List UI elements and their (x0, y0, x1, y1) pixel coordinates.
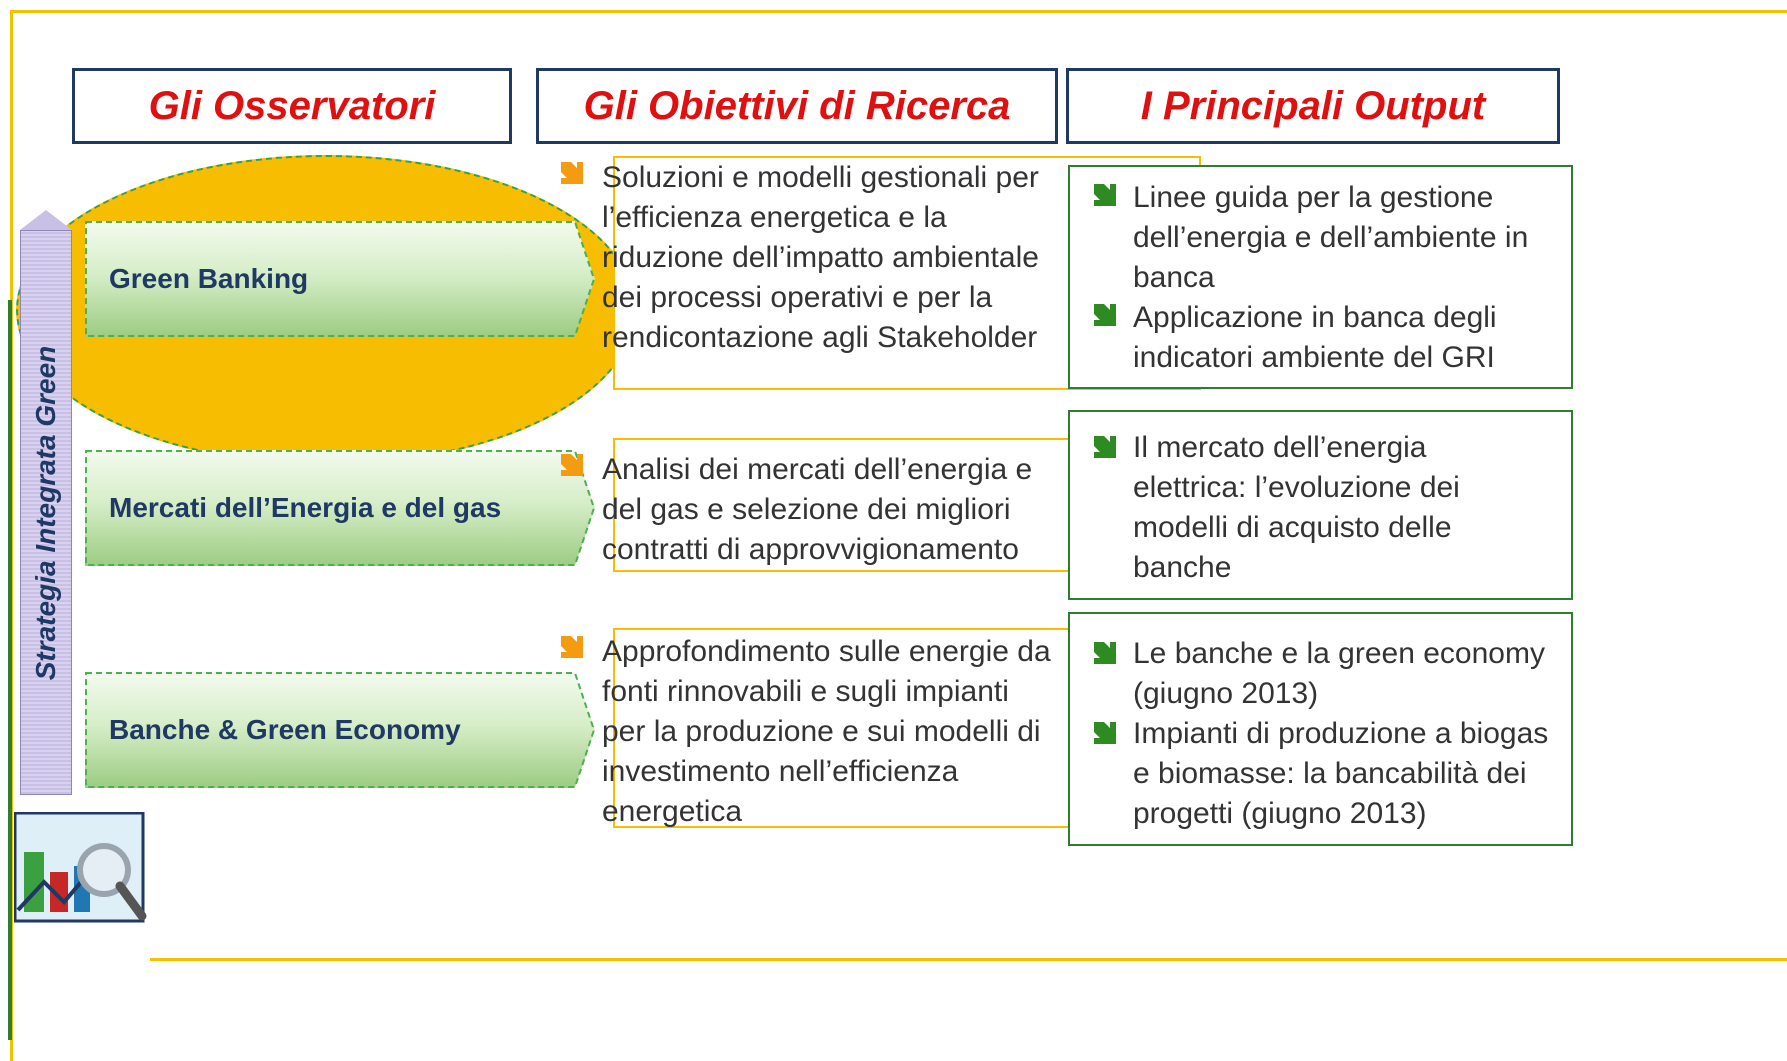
header-output: I Principali Output (1066, 68, 1560, 144)
frame-left-accent (8, 300, 12, 1040)
output-text-1a: Linee guida per la gestione dell’energia… (1133, 181, 1529, 294)
objective-text-1: Soluzioni e modelli gestionali per l’eff… (602, 161, 1039, 354)
frame-top-line (10, 10, 1787, 13)
orange-arrow-bullet-icon (561, 454, 583, 476)
green-arrow-bullet-icon (1094, 184, 1116, 206)
green-arrow-bullet-icon (1094, 642, 1116, 664)
green-arrow-bullet-icon (1094, 304, 1116, 326)
observatory-label: Mercati dell’Energia e del gas (109, 492, 502, 523)
orange-arrow-bullet-icon (561, 636, 583, 658)
observatory-outline (85, 221, 595, 337)
strategy-label: Strategia Integrata Green (30, 345, 61, 681)
observatory-outline (85, 672, 595, 788)
output-box-2 (1068, 410, 1573, 600)
header-obiettivi: Gli Obiettivi di Ricerca (536, 68, 1058, 144)
header-osservatori: Gli Osservatori (72, 68, 512, 144)
observatory-banche-green-economy: Banche & Green Economy (85, 672, 595, 788)
output-box-3 (1068, 612, 1573, 846)
green-arrow-bullet-icon (1094, 722, 1116, 744)
objective-text-3: Approfondimento sulle energie da fonti r… (602, 635, 1051, 828)
chart-magnifier-logo-icon (14, 812, 147, 923)
output-text-1b: Applicazione in banca degli indicatori a… (1133, 301, 1497, 374)
observatory-mercati-energia: Mercati dell’Energia e del gas (85, 450, 595, 566)
strategy-bar (20, 230, 72, 795)
strategy-bar-arrow (20, 210, 72, 230)
output-box-1 (1068, 165, 1573, 389)
output-text-2a: Il mercato dell’energia elettrica: l’evo… (1133, 431, 1460, 584)
header-output-label: I Principali Output (1140, 83, 1486, 128)
observatory-green-banking: Green Banking (85, 221, 595, 337)
output-text-3a: Le banche e la green economy (giugno 201… (1133, 637, 1545, 710)
objective-text-2: Analisi dei mercati dell’energia e del g… (602, 453, 1033, 566)
header-osservatori-label: Gli Osservatori (148, 83, 436, 128)
orange-arrow-bullet-icon (561, 162, 583, 184)
observatory-label: Banche & Green Economy (109, 714, 461, 745)
green-arrow-bullet-icon (1094, 436, 1116, 458)
observatory-label: Green Banking (109, 263, 309, 294)
frame-bottom-line (150, 958, 1787, 961)
output-text-3b: Impianti di produzione a biogas e biomas… (1133, 717, 1549, 830)
header-obiettivi-label: Gli Obiettivi di Ricerca (583, 83, 1011, 128)
observatory-outline (85, 450, 595, 566)
